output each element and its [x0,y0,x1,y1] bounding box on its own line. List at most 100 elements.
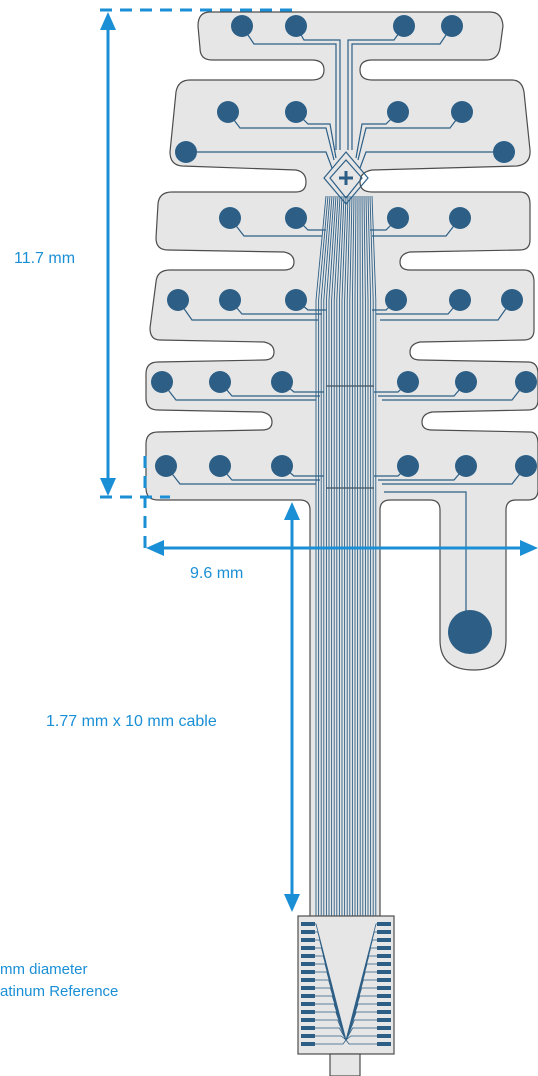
connector-pad [301,970,315,974]
cable-arrow-top [284,502,300,520]
electrode [219,289,241,311]
lead-row5 [161,381,527,401]
electrode [515,371,537,393]
electrode [397,455,419,477]
cable-trace [367,195,372,920]
connector-pad [377,1010,391,1014]
connector-pad [301,922,315,926]
connector-tail [329,1053,361,1076]
electrode [155,455,177,477]
electrode [397,371,419,393]
width-arrow-right [520,540,538,556]
electrode [175,141,197,163]
connector-block [297,915,395,1076]
connector-pad [301,1010,315,1014]
cable-trace [344,195,349,920]
cable-trace [338,195,345,920]
height-dimension-label: 11.7 mm [14,250,75,267]
electrode [449,207,471,229]
connector-pads [301,922,391,1046]
connector-pad [301,962,315,966]
cable-trace [363,195,366,920]
electrode [231,15,253,37]
electrode [271,371,293,393]
connector-body [297,915,395,1055]
cable-arrow-bottom [284,894,300,912]
connector-pad [377,994,391,998]
connector-pad [301,994,315,998]
cable-trace [318,195,329,920]
reference-electrode [448,610,492,654]
cable-traces [315,195,377,920]
connector-pad [377,930,391,934]
height-arrow-top [100,12,116,30]
connector-pad [301,986,315,990]
cable-trace [371,195,377,920]
cable-trace [325,195,335,920]
width-arrow-left [146,540,164,556]
electrode [271,455,293,477]
cable-trace [346,195,351,920]
connector-pad [301,954,315,958]
electrode [285,289,307,311]
connector-pad [377,986,391,990]
electrode [493,141,515,163]
electrode [501,289,523,311]
cable-trace [328,195,337,920]
electrode [451,101,473,123]
connector-pad [301,1042,315,1046]
electrode [393,15,415,37]
connector-pad [377,970,391,974]
connector-pad [377,962,391,966]
cable-trace [365,195,369,920]
cable-trace [349,195,353,920]
electrode [455,455,477,477]
electrode [209,455,231,477]
connector-pad [301,930,315,934]
cable-dimension-label: 1.77 mm x 10 mm cable [46,713,217,730]
width-dimension [143,456,538,556]
electrode [285,15,307,37]
electrode [449,289,471,311]
electrode [167,289,189,311]
lead-row4 [177,299,513,321]
electrode [441,15,463,37]
connector-pad [377,1026,391,1030]
connector-pad [377,946,391,950]
connector-pad [301,938,315,942]
connector-pad [301,978,315,982]
electrode [219,207,241,229]
cable-trace [336,195,343,920]
cable-trace [354,195,357,920]
connector-pad [301,946,315,950]
trace-crossover [323,151,369,205]
connector-pad [377,922,391,926]
cable-trace [369,195,374,920]
height-dimension [100,8,300,499]
electrode [387,101,409,123]
height-arrow-bottom [100,478,116,496]
electrodes [151,15,537,654]
width-dimension-label: 9.6 mm [190,565,243,582]
electrode [151,371,173,393]
electrode [385,289,407,311]
cable-trace [341,195,347,920]
connector-pad [377,1002,391,1006]
cable-trace [315,195,327,920]
crosshair-marker [339,171,353,185]
connector-pad [377,954,391,958]
electrode [209,371,231,393]
electrode [387,207,409,229]
cable-trace [323,195,333,920]
connector-pad [377,938,391,942]
connector-pad [377,1042,391,1046]
electrode [217,101,239,123]
connector-pad [377,978,391,982]
reference-label-line-2: atinum Reference [0,983,118,1000]
electrode [515,455,537,477]
connector-pad [301,1018,315,1022]
cable-trace [333,195,341,920]
lead-row3 [229,217,461,237]
connector-pad [377,1034,391,1038]
cable-dimension [284,502,300,912]
